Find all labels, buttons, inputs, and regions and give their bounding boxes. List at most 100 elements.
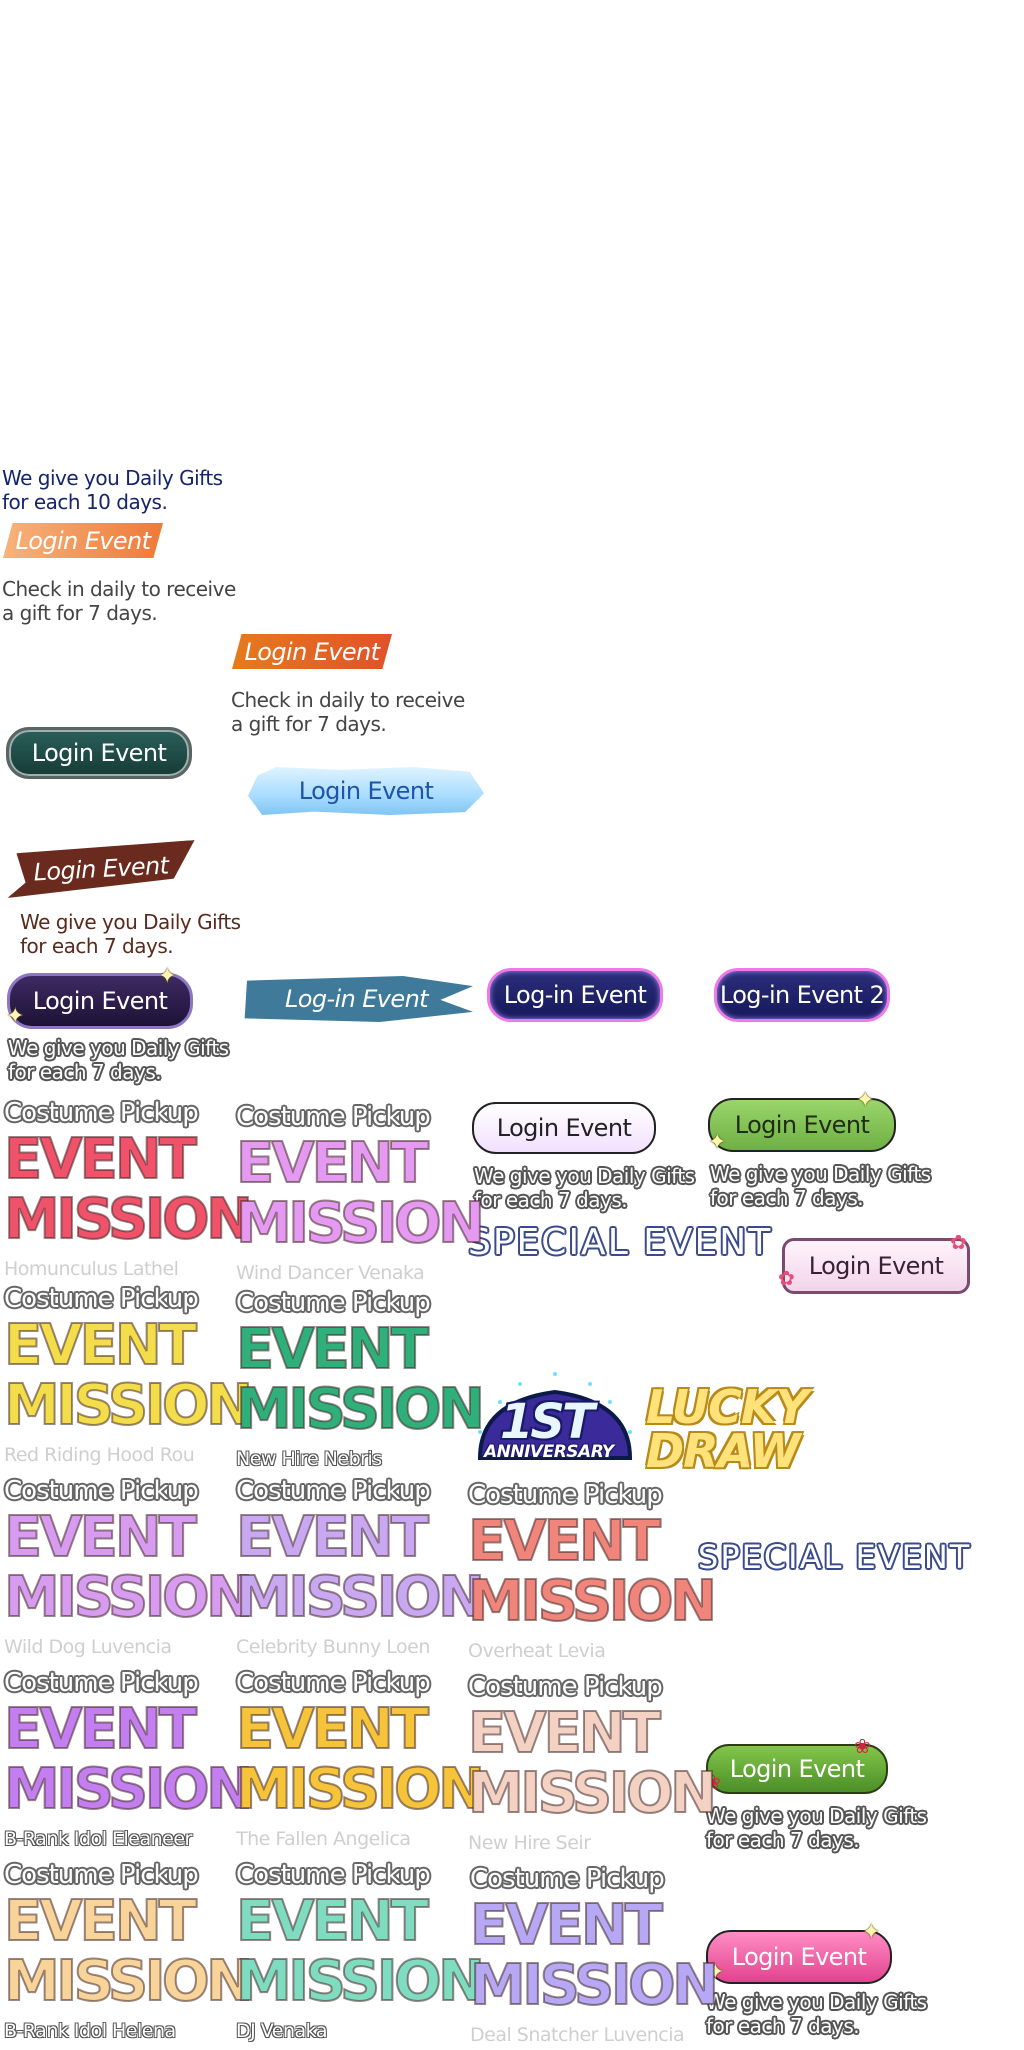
costume-pickup-label: Costume Pickup [4,1860,199,1890]
event-label: EVENT [467,1509,662,1574]
sparkle-icon: ✦ [708,1130,727,1155]
login-event-banner-orange[interactable]: Login Event [232,634,392,669]
character-name: B-Rank Idol Eleaneer [4,1828,192,1850]
login-event-banner-teal[interactable]: Login Event [6,727,192,779]
event-label: EVENT [3,1127,198,1192]
mission-label: MISSION [235,1757,486,1822]
mission-label: MISSION [235,1191,486,1256]
costume-pickup-label: Costume Pickup [236,1476,431,1506]
event-label: EVENT [235,1131,430,1196]
login-event-banner-purple[interactable]: Login Event [7,973,193,1029]
character-name: B-Rank Idol Helena [4,2020,176,2042]
login-event-banner-pink-light[interactable]: Login Event [782,1238,970,1294]
mission-label: MISSION [467,1761,718,1826]
character-name: Celebrity Bunny Loen [236,1636,430,1658]
login-event-banner-ice[interactable]: Login Event [248,767,484,815]
event-label: EVENT [3,1889,198,1954]
anniversary-emblem: 1ST ANNIVERSARY [470,1362,640,1472]
sparkle-icon: ✦ [158,964,177,989]
character-name: Homunculus Lathel [4,1258,179,1280]
flower-icon: ✿ [950,1230,967,1254]
flower-icon: ✿ [778,1266,795,1290]
character-name: Overheat Levia [468,1640,606,1662]
login-event-banner-bubble[interactable]: Login Event [472,1102,656,1154]
anniversary-badge-icon [477,1372,633,1460]
sparkle-icon: ✦ [862,1920,881,1945]
login-event-banner-green-rose[interactable]: Login Event [706,1744,888,1794]
daily-gifts-desc: We give you Daily Gifts for each 7 days. [706,1990,927,2038]
mission-label: MISSION [235,1377,486,1442]
costume-pickup-label: Costume Pickup [236,1860,431,1890]
character-name: Wild Dog Luvencia [4,1636,172,1658]
event-label: EVENT [469,1893,664,1958]
login-event-banner-neon-2[interactable]: Log-in Event 2 [714,968,890,1022]
mission-label: MISSION [3,1373,254,1438]
costume-pickup-label: Costume Pickup [468,1672,663,1702]
mission-label: MISSION [3,1187,254,1252]
special-event-title: SPECIAL EVENT [698,1538,972,1576]
rose-icon: ❀ [704,1770,721,1794]
rose-icon: ❀ [854,1734,871,1758]
daily-gifts-desc: We give you Daily Gifts for each 7 days. [8,1036,229,1084]
event-label: EVENT [3,1697,198,1762]
mission-label: MISSION [3,1757,254,1822]
costume-pickup-label: Costume Pickup [470,1864,665,1894]
character-name: Deal Snatcher Luvencia [470,2024,685,2046]
daily-gifts-desc: We give you Daily Gifts for each 7 days. [474,1164,695,1212]
sparkle-icon: ✦ [856,1088,875,1113]
character-name: New Hire Seir [468,1832,591,1854]
daily-gifts-desc-10-days: We give you Daily Gifts for each 10 days… [2,466,223,514]
costume-pickup-label: Costume Pickup [4,1098,199,1128]
mission-label: MISSION [469,1953,720,2018]
login-event-banner-pink[interactable]: Login Event [706,1930,892,1984]
anniversary-label: ANNIVERSARY [484,1442,614,1462]
costume-pickup-label: Costume Pickup [236,1288,431,1318]
mission-label: MISSION [3,1565,254,1630]
login-event-banner-neon[interactable]: Log-in Event [487,968,663,1022]
login-event-banner-brush-blue[interactable]: Log-in Event [244,976,473,1022]
character-name: New Hire Nebris [236,1448,382,1470]
daily-gifts-desc: We give you Daily Gifts for each 7 days. [20,910,241,958]
costume-pickup-label: Costume Pickup [4,1284,199,1314]
character-name: Red Riding Hood Rou [4,1444,195,1466]
costume-pickup-label: Costume Pickup [4,1668,199,1698]
character-name: The Fallen Angelica [236,1828,411,1850]
sparkle-icon: ✦ [706,1960,725,1985]
anniversary-number: 1ST [500,1394,595,1450]
check-in-desc: Check in daily to receive a gift for 7 d… [231,688,465,736]
event-label: EVENT [235,1317,430,1382]
event-label: EVENT [467,1701,662,1766]
lucky-title: LUCKY [646,1380,809,1434]
costume-pickup-label: Costume Pickup [236,1668,431,1698]
event-label: EVENT [235,1697,430,1762]
login-event-banner-green[interactable]: Login Event [708,1098,896,1152]
mission-label: MISSION [235,1949,486,2014]
check-in-desc: Check in daily to receive a gift for 7 d… [2,577,236,625]
character-name: DJ Venaka [236,2020,327,2042]
mission-label: MISSION [467,1569,718,1634]
mission-label: MISSION [235,1565,486,1630]
daily-gifts-desc: We give you Daily Gifts for each 7 days. [710,1162,931,1210]
event-label: EVENT [3,1505,198,1570]
daily-gifts-desc: We give you Daily Gifts for each 7 days. [706,1804,927,1852]
costume-pickup-label: Costume Pickup [236,1102,431,1132]
login-event-banner-brush-brown[interactable]: Login Event [5,840,197,898]
costume-pickup-label: Costume Pickup [4,1476,199,1506]
event-label: EVENT [3,1313,198,1378]
login-event-banner-peach[interactable]: Login Event [3,523,163,558]
event-label: EVENT [235,1889,430,1954]
special-event-title: SPECIAL EVENT [468,1222,773,1263]
draw-title: DRAW [646,1424,800,1478]
